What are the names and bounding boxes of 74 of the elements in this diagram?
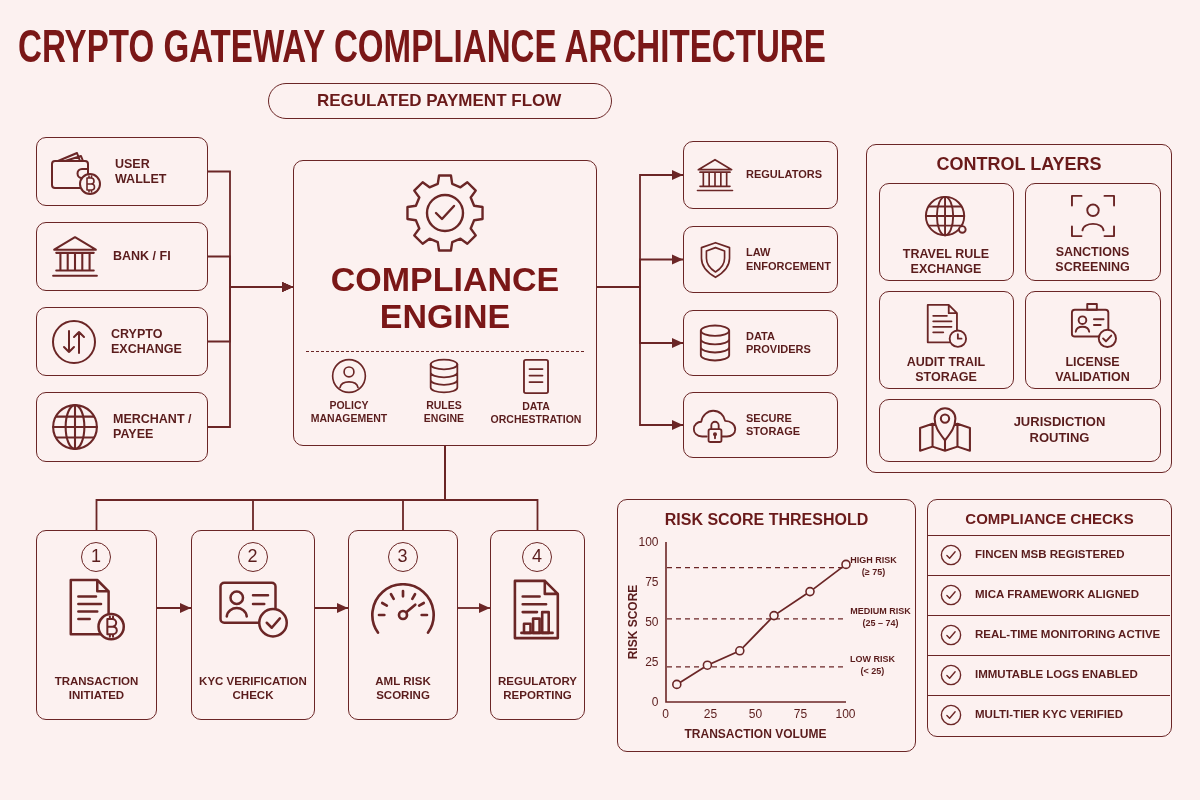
destination-box xyxy=(683,310,838,376)
tick-label: 100 xyxy=(638,534,659,549)
node-label: LICENSE VALIDATION xyxy=(1054,354,1131,385)
arrow xyxy=(596,286,684,430)
control-tile xyxy=(1024,290,1161,389)
threshold-label: LOW RISK (< 25) xyxy=(849,654,896,678)
tick-label: 75 xyxy=(645,574,659,589)
tick-label: 75 xyxy=(793,706,808,721)
check-item-text: REAL-TIME MONITORING ACTIVE xyxy=(975,628,1162,642)
node-label: REGULATORS xyxy=(746,168,823,182)
step-label: REGULATORY REPORTING xyxy=(497,675,578,703)
node-label: SECURE STORAGE xyxy=(746,411,802,439)
tick-label: 50 xyxy=(748,706,763,721)
diagram-title: CRYPTO GATEWAY COMPLIANCE ARCHITECTURE xyxy=(18,20,826,72)
node-label: BANK / FI xyxy=(113,249,172,264)
panel-title: COMPLIANCE CHECKS xyxy=(964,510,1135,528)
check-item-text: FINCEN MSB REGISTERED xyxy=(975,548,1126,562)
module-label: POLICY MANAGEMENT xyxy=(310,399,388,425)
tick-label: 100 xyxy=(835,706,856,721)
connector-line xyxy=(444,445,539,531)
tick-label: 25 xyxy=(645,654,659,669)
tick-label: 50 xyxy=(645,614,659,629)
node-label: JURISDICTION ROUTING xyxy=(1013,414,1106,446)
step-label: AML RISK SCORING xyxy=(374,675,432,703)
source-box xyxy=(36,307,208,376)
step-card xyxy=(191,530,315,720)
node-label: MERCHANT / PAYEE xyxy=(113,412,193,442)
arrow xyxy=(156,603,192,613)
source-box xyxy=(36,222,208,291)
destination-box xyxy=(683,141,838,209)
node-label: DATA PROVIDERS xyxy=(746,329,812,357)
chart-panel xyxy=(617,499,916,752)
checklist-panel xyxy=(927,499,1172,737)
control-tile xyxy=(878,398,1161,462)
module-label: DATA ORCHESTRATION xyxy=(490,400,582,426)
axis-title: TRANSACTION VOLUME xyxy=(684,726,827,741)
tick-label: 0 xyxy=(651,694,659,709)
control-tile xyxy=(1024,182,1161,281)
control-layers-panel xyxy=(866,144,1172,473)
axis-title: RISK SCORE xyxy=(625,584,640,659)
module-label: RULES ENGINE xyxy=(423,399,465,425)
engine-panel xyxy=(293,160,597,446)
step-card xyxy=(36,530,157,720)
subtitle-text: REGULATED PAYMENT FLOW xyxy=(317,90,563,112)
source-box xyxy=(36,392,208,462)
node-label: SANCTIONS SCREENING xyxy=(1054,244,1131,275)
node-label: TRAVEL RULE EXCHANGE xyxy=(902,246,990,277)
check-item-text: IMMUTABLE LOGS ENABLED xyxy=(975,668,1139,682)
tick-label: 25 xyxy=(703,706,718,721)
destination-box xyxy=(683,226,838,293)
chart-title: RISK SCORE THRESHOLD xyxy=(664,510,869,530)
destination-box xyxy=(683,392,838,458)
control-tile xyxy=(878,290,1014,389)
node-label: USER WALLET xyxy=(115,156,168,187)
engine-title: COMPLIANCE ENGINE xyxy=(330,261,560,335)
source-box xyxy=(36,137,208,206)
control-tile xyxy=(878,182,1014,281)
node-label: LAW ENFORCEMENT xyxy=(746,246,832,273)
step-label: TRANSACTION INITIATED xyxy=(54,675,139,703)
node-label: CRYPTO EXCHANGE xyxy=(111,326,183,357)
arrow xyxy=(314,603,349,613)
threshold-label: HIGH RISK (≥ 75) xyxy=(849,555,898,579)
tick-label: 0 xyxy=(662,706,669,721)
threshold-label: MEDIUM RISK (25 – 74) xyxy=(849,606,912,630)
step-label: KYC VERIFICATION CHECK xyxy=(198,675,308,703)
step-card xyxy=(490,530,585,720)
arrow xyxy=(207,282,294,428)
subtitle-pill xyxy=(268,83,612,119)
panel-title: CONTROL LAYERS xyxy=(935,154,1103,176)
node-label: AUDIT TRAIL STORAGE xyxy=(906,354,986,385)
check-item-text: MICA FRAMEWORK ALIGNED xyxy=(975,588,1140,602)
check-item-text: MULTI-TIER KYC VERIFIED xyxy=(975,708,1124,722)
arrow xyxy=(457,603,491,613)
step-card xyxy=(348,530,458,720)
